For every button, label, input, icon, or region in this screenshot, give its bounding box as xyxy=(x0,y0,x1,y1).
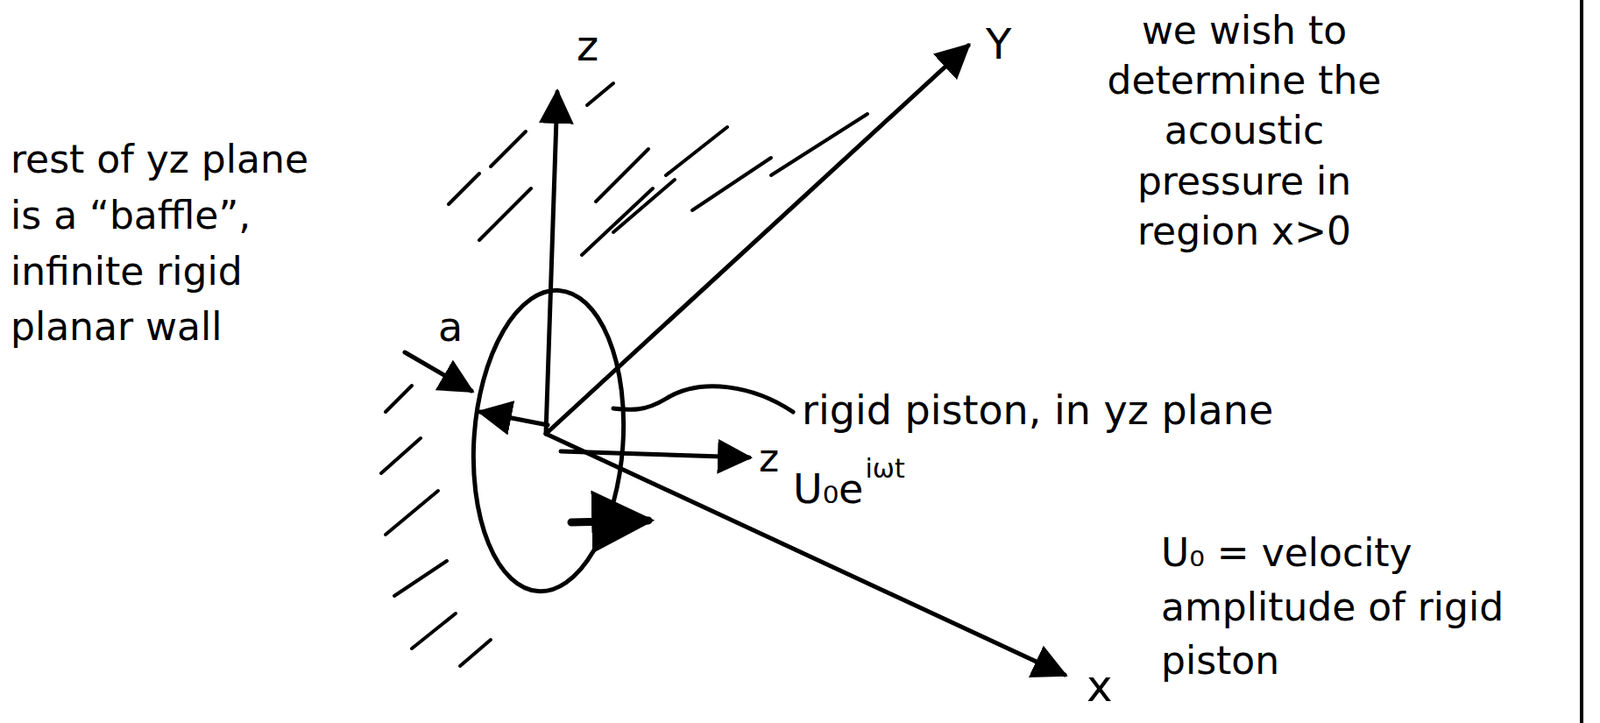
y-axis xyxy=(545,45,969,434)
leader-line xyxy=(613,386,793,412)
velocity-arrow xyxy=(571,520,649,523)
problem-note: we wish to determine the acoustic pressu… xyxy=(1086,5,1402,256)
normal-arrow xyxy=(560,451,750,458)
velocity-definition: U₀ = velocity amplitude of rigid piston xyxy=(1161,525,1569,688)
axis-label: Y xyxy=(985,17,1012,71)
baffle-hatch xyxy=(381,385,491,666)
radius-arrow xyxy=(404,352,472,391)
axis-label: z xyxy=(576,19,599,72)
baffle-hatch xyxy=(448,83,868,255)
velocity-label: U₀e xyxy=(792,464,864,516)
axis-label: x xyxy=(1086,658,1113,715)
axis-label: z xyxy=(758,433,779,482)
frame-line xyxy=(1579,0,1584,723)
piston-outline xyxy=(463,284,634,596)
piston-label: rigid piston, in yz plane xyxy=(801,385,1274,437)
radius-arrow xyxy=(480,411,548,425)
baffle-note: rest of yz plane is a “baffle”, infinite… xyxy=(10,131,344,355)
z-axis xyxy=(545,92,558,434)
radius-label: a xyxy=(438,302,463,354)
x-axis xyxy=(545,433,1065,675)
velocity-exponent: iωt xyxy=(864,452,905,486)
